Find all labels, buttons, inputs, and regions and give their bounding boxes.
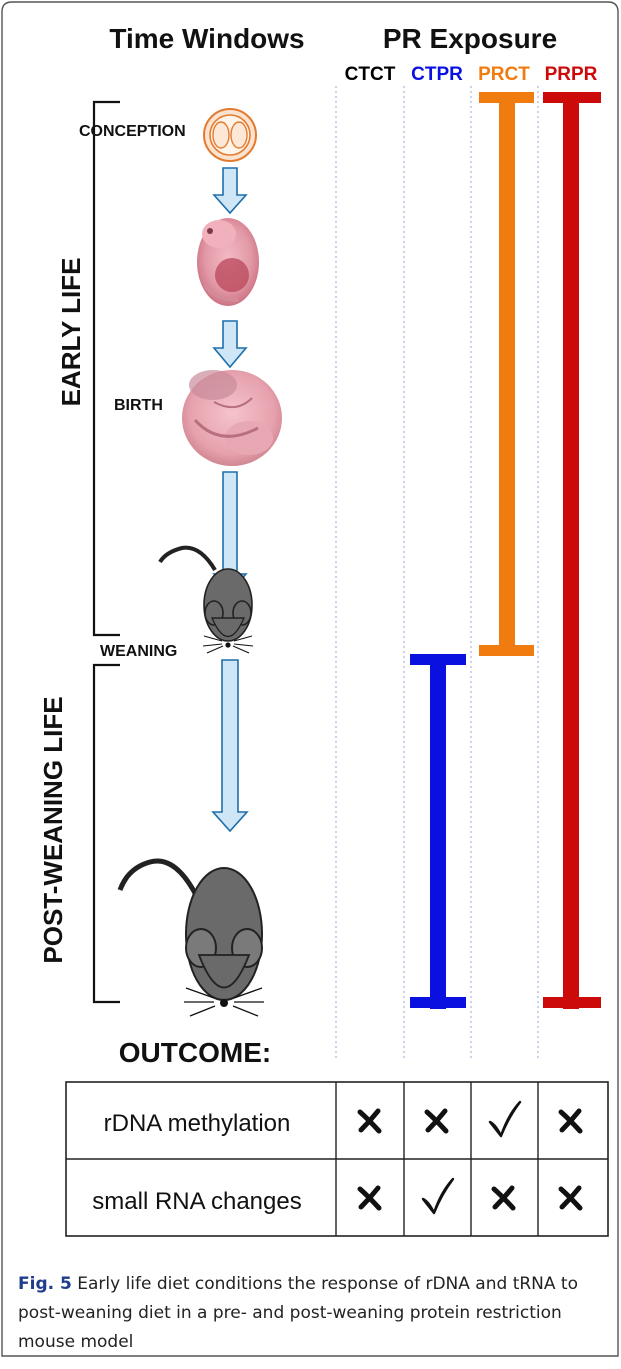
check-icon <box>423 1179 453 1213</box>
table-row-label: small RNA changes <box>92 1188 301 1215</box>
group-label-prpr: PRPR <box>545 64 598 85</box>
table-row-label: rDNA methylation <box>104 1110 291 1137</box>
check-icon <box>490 1102 520 1136</box>
young-mouse-icon <box>160 548 253 653</box>
adult-mouse-icon <box>120 861 264 1016</box>
cross-icon <box>494 1188 513 1208</box>
cross-icon <box>360 1111 379 1131</box>
exposure-bar-prpr <box>543 92 601 1009</box>
arrow-down-icon <box>213 660 247 831</box>
post-weaning-bracket <box>94 665 120 1002</box>
group-label-ctpr: CTPR <box>411 64 463 85</box>
outcome-title: OUTCOME: <box>119 1037 271 1068</box>
group-label-prct: PRCT <box>478 64 530 85</box>
outcome-table: rDNA methylation small RNA changes <box>66 1082 608 1236</box>
cross-icon <box>360 1188 379 1208</box>
cross-icon <box>561 1188 580 1208</box>
weaning-label: WEANING <box>100 643 177 660</box>
outcome-marks <box>360 1102 580 1213</box>
newborn-pup-image <box>182 370 282 466</box>
birth-label: BIRTH <box>114 397 163 414</box>
time-windows-header: Time Windows <box>109 23 304 54</box>
arrow-down-icon <box>214 321 246 367</box>
exposure-bar-ctpr <box>410 654 466 1009</box>
caption-figure-number: Fig. 5 <box>18 1274 72 1294</box>
early-life-bracket <box>94 102 120 635</box>
caption-text: Early life diet conditions the response … <box>18 1274 578 1352</box>
conception-label: CONCEPTION <box>79 123 186 140</box>
embryo-image <box>197 218 259 306</box>
post-weaning-life-label: POST-WEANING LIFE <box>38 696 68 963</box>
exposure-bar-prct <box>479 92 534 656</box>
arrow-down-icon <box>214 168 246 213</box>
pr-exposure-header: PR Exposure <box>383 23 557 54</box>
cross-icon <box>427 1111 446 1131</box>
zygote-icon <box>204 109 256 161</box>
early-life-label: EARLY LIFE <box>56 258 86 407</box>
group-label-ctct: CTCT <box>345 64 396 85</box>
figure-caption: Fig. 5 Early life diet conditions the re… <box>18 1270 608 1357</box>
cross-icon <box>561 1111 580 1131</box>
